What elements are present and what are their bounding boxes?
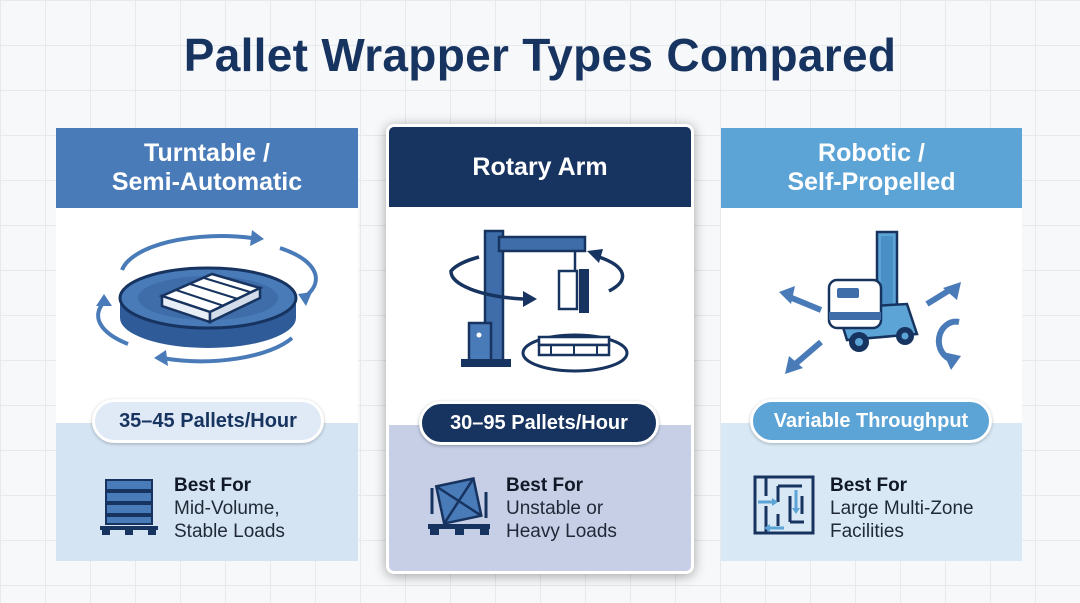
best-for-label: Best For	[830, 475, 908, 496]
best-for-block: Best For Unstable or Heavy Loads	[426, 474, 617, 543]
card-heading-line1: Robotic /	[818, 139, 925, 167]
maze-icon	[753, 475, 815, 535]
card-heading: Robotic / Self-Propelled	[721, 128, 1022, 208]
best-for-label: Best For	[174, 475, 252, 496]
throughput-badge: Variable Throughput	[750, 399, 992, 443]
best-for-line2: Heavy Loads	[506, 521, 617, 542]
turntable-icon	[96, 230, 318, 366]
card-heading-line1: Turntable /	[144, 139, 270, 167]
card-heading: Rotary Arm	[389, 127, 691, 207]
best-for-block: Best For Mid-Volume, Stable Loads	[98, 474, 285, 543]
stacked-load-icon	[100, 479, 158, 535]
page-title: Pallet Wrapper Types Compared	[183, 29, 897, 81]
best-for-label: Best For	[506, 475, 584, 496]
best-for-line1: Unstable or	[506, 498, 604, 519]
best-for-block: Best For Large Multi-Zone Facilities	[752, 474, 974, 543]
robot-wrapper-icon	[779, 230, 961, 374]
card-rotary-arm: Rotary Arm	[386, 124, 694, 574]
card-heading-line1: Rotary Arm	[472, 152, 608, 181]
card-heading: Turntable / Semi-Automatic	[56, 128, 358, 208]
throughput-badge: 35–45 Pallets/Hour	[92, 399, 324, 443]
throughput-badge: 30–95 Pallets/Hour	[419, 401, 659, 445]
best-for-line2: Stable Loads	[174, 521, 285, 542]
card-heading-line2: Self-Propelled	[787, 168, 956, 196]
best-for-line1: Large Multi-Zone	[830, 498, 974, 519]
card-heading-line2: Semi-Automatic	[111, 168, 303, 196]
card-robotic: Robotic / Self-Propelled	[721, 128, 1022, 561]
tilted-load-icon	[428, 477, 490, 535]
best-for-line2: Facilities	[830, 521, 904, 542]
rotary-arm-icon	[449, 229, 629, 373]
best-for-line1: Mid-Volume,	[174, 498, 280, 519]
card-lower-panel	[721, 423, 1022, 561]
